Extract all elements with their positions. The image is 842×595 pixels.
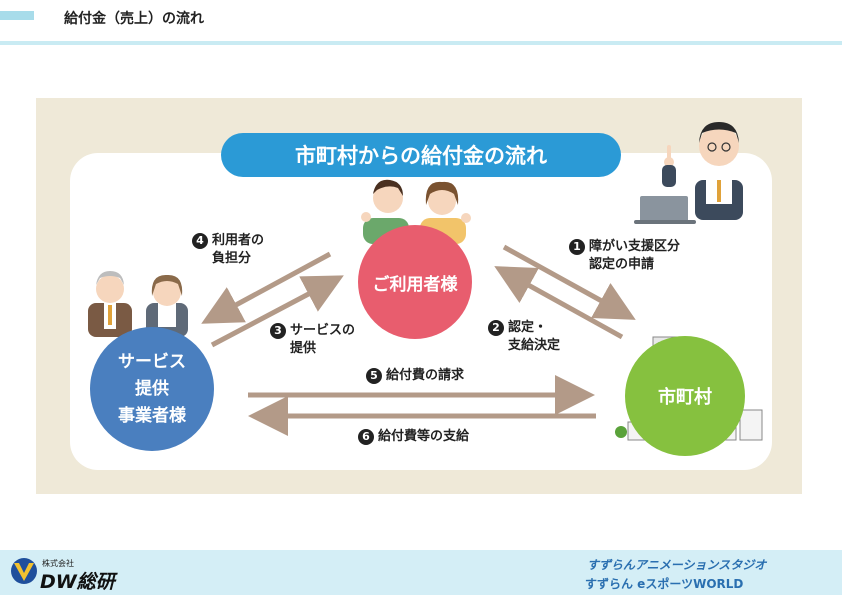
step-1-line1: 障がい支援区分 — [589, 239, 681, 254]
company-logo-icon — [11, 558, 37, 584]
step-5-label: 5 給付費の請求 — [366, 367, 464, 385]
step-3-line1: サービスの — [290, 323, 356, 338]
step-6-line1: 給付費等の支給 — [378, 429, 470, 444]
page-title: 給付金（売上）の流れ — [64, 11, 204, 27]
node-user: ご利用者様 — [358, 225, 472, 339]
step-4-line2: 負担分 — [212, 251, 252, 266]
step-4-number: 4 — [192, 233, 208, 249]
footer-band — [0, 550, 842, 595]
diagram-title: 市町村からの給付金の流れ — [221, 133, 621, 177]
users-illustration — [361, 179, 471, 244]
step-1-number: 1 — [569, 239, 585, 255]
header-divider — [0, 41, 842, 45]
arrow-step-4 — [201, 251, 332, 324]
step-2-number: 2 — [488, 320, 504, 336]
arrow-step-2 — [494, 266, 624, 340]
logo-company-name: DW総研 — [40, 571, 115, 593]
step-1-label: 1 障がい支援区分 認定の申請 — [569, 238, 680, 274]
step-2-label: 2 認定・ 支給決定 — [488, 319, 560, 355]
arrow-step-3 — [210, 275, 344, 348]
staff-illustration — [88, 271, 188, 337]
footer-brand-line-2: すずらん eスポーツWORLD — [585, 577, 744, 591]
node-city: 市町村 — [625, 336, 745, 456]
arrow-step-1 — [502, 244, 636, 320]
logo-company-type: 株式会社 — [42, 559, 74, 568]
node-service-provider: サービス 提供 事業者様 — [90, 327, 214, 451]
provider-line-2: 提供 — [135, 378, 169, 399]
step-5-line1: 給付費の請求 — [386, 368, 465, 383]
step-2-line1: 認定・ — [508, 320, 548, 335]
official-illustration — [634, 122, 743, 224]
step-6-label: 6 給付費等の支給 — [358, 428, 469, 446]
step-4-label: 4 利用者の 負担分 — [192, 232, 264, 268]
step-3-label: 3 サービスの 提供 — [270, 322, 355, 358]
step-1-line2: 認定の申請 — [589, 257, 655, 272]
step-5-number: 5 — [366, 368, 382, 384]
provider-line-1: サービス — [118, 351, 186, 372]
step-3-number: 3 — [270, 323, 286, 339]
step-6-number: 6 — [358, 429, 374, 445]
header-accent-bar — [0, 11, 34, 20]
step-3-line2: 提供 — [290, 341, 317, 356]
provider-line-3: 事業者様 — [118, 405, 186, 426]
step-2-line2: 支給決定 — [508, 338, 561, 353]
footer-brand-line-1: すずらんアニメーションスタジオ — [587, 558, 767, 572]
step-4-line1: 利用者の — [212, 233, 265, 248]
